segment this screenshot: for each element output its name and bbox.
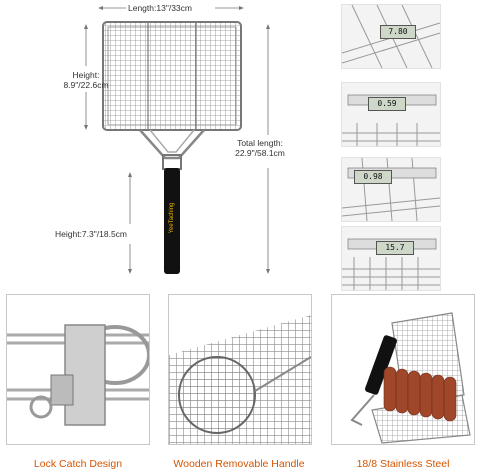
height-label-line1: Height: (72, 70, 100, 80)
basket-with-sausages-illustration (350, 312, 471, 444)
caliper-thumb-2: 0.59 (341, 82, 441, 147)
caption-lock-catch: Lock Catch Design (33, 458, 123, 470)
wire-mesh-graphic (342, 158, 440, 221)
handle-height-label: Height:7.3"/18.5cm (55, 229, 128, 239)
brand-label: YeeTaching (169, 202, 175, 234)
height-label-line2: 8.9"/22.6cm (63, 80, 109, 90)
wire-mesh-graphic (342, 238, 440, 290)
lock-catch-illustration (7, 324, 149, 426)
caliper-reading-3: 0.98 (354, 170, 392, 184)
caliper-reading-1: 7.80 (380, 25, 416, 39)
caliper-reading-4: 15.7 (376, 241, 414, 255)
length-label: Length:13"/33cm (128, 3, 192, 13)
total-length-line2: 22.9"/58.1cm (235, 148, 285, 158)
caliper-thumb-4: 15.7 (341, 226, 441, 291)
feature-panel-lock-catch (6, 294, 150, 445)
feature-panel-stainless (331, 294, 475, 445)
caption-handle: Wooden Removable Handle (173, 458, 305, 470)
caliper-reading-2: 0.59 (368, 97, 406, 111)
total-length-label: Total length: 22.9"/58.1cm (220, 138, 300, 158)
caliper-thumb-1: 7.80 (341, 4, 441, 69)
caption-stainless: 18/8 Stainless Steel (356, 458, 450, 470)
feature-panel-handle (168, 294, 312, 445)
mesh-closeup-illustration (169, 315, 311, 444)
caliper-thumb-3: 0.98 (341, 157, 441, 222)
basket-illustration (84, 6, 270, 274)
height-label: Height: 8.9"/22.6cm (56, 70, 116, 90)
basket-diagram: Length:13"/33cm Height: 8.9"/22.6cm Tota… (0, 0, 330, 290)
total-length-line1: Total length: (237, 138, 283, 148)
wire-mesh-graphic (342, 94, 440, 146)
